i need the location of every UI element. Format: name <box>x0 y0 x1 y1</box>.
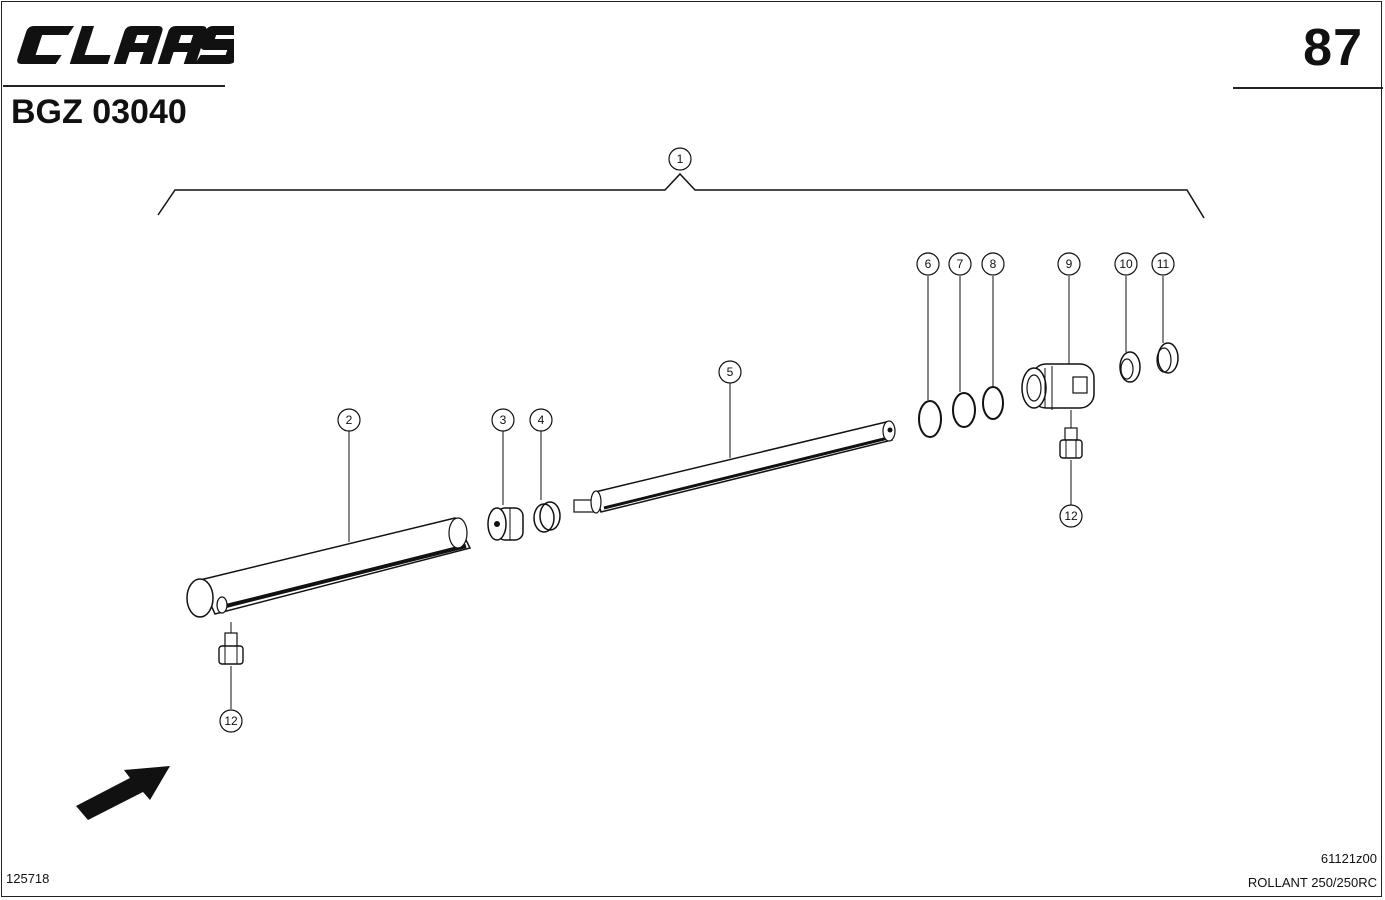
part-seal-ring-4 <box>533 501 561 533</box>
assembly-bracket <box>157 172 1205 219</box>
svg-text:5: 5 <box>727 365 734 379</box>
model-name: ROLLANT 250/250RC <box>1247 875 1377 890</box>
svg-text:9: 9 <box>1066 257 1073 271</box>
part-seal-ring-11 <box>1156 342 1179 374</box>
callout-10: 10 <box>1114 252 1138 276</box>
callout-9: 9 <box>1057 252 1081 276</box>
part-piston-rod <box>573 420 896 514</box>
direction-arrow-icon <box>76 766 170 820</box>
callout-8: 8 <box>981 252 1005 276</box>
svg-text:4: 4 <box>538 413 545 427</box>
callout-12-lower: 12 <box>219 709 243 733</box>
part-o-ring-8 <box>982 386 1004 420</box>
svg-text:11: 11 <box>1157 257 1170 271</box>
page-number: 87 <box>1303 19 1363 77</box>
svg-text:12: 12 <box>1064 509 1078 523</box>
callout-1: 1 <box>668 147 692 171</box>
callout-4: 4 <box>529 408 553 432</box>
part-cylinder-barrel <box>186 517 472 618</box>
leader-lines <box>230 276 1164 709</box>
image-reference: 61121z00 <box>1320 851 1377 866</box>
callout-11: 11 <box>1151 252 1175 276</box>
callout-12-upper: 12 <box>1059 504 1083 528</box>
part-grease-nipple-lower <box>218 622 244 665</box>
svg-text:10: 10 <box>1119 257 1133 271</box>
claas-logo <box>17 26 234 64</box>
part-o-ring-7 <box>952 392 976 428</box>
callout-6: 6 <box>916 252 940 276</box>
group-code: BGZ 03040 <box>11 93 187 131</box>
svg-text:3: 3 <box>500 413 507 427</box>
part-o-ring-6 <box>918 400 942 438</box>
svg-text:1: 1 <box>677 152 684 166</box>
part-seal-ring-10 <box>1119 351 1141 383</box>
callout-3: 3 <box>491 408 515 432</box>
callout-5: 5 <box>718 360 742 384</box>
drawing-reference: 125718 <box>6 871 50 886</box>
header-rule-right <box>1233 87 1383 89</box>
part-cylinder-head <box>1021 363 1095 410</box>
callout-2: 2 <box>337 408 361 432</box>
part-grease-nipple-upper <box>1059 410 1083 459</box>
part-piston <box>487 507 524 541</box>
svg-text:12: 12 <box>224 714 238 728</box>
svg-text:7: 7 <box>957 257 964 271</box>
header-rule-left <box>3 85 225 87</box>
svg-text:8: 8 <box>990 257 997 271</box>
callout-7: 7 <box>948 252 972 276</box>
svg-text:6: 6 <box>925 257 932 271</box>
svg-text:2: 2 <box>346 413 353 427</box>
